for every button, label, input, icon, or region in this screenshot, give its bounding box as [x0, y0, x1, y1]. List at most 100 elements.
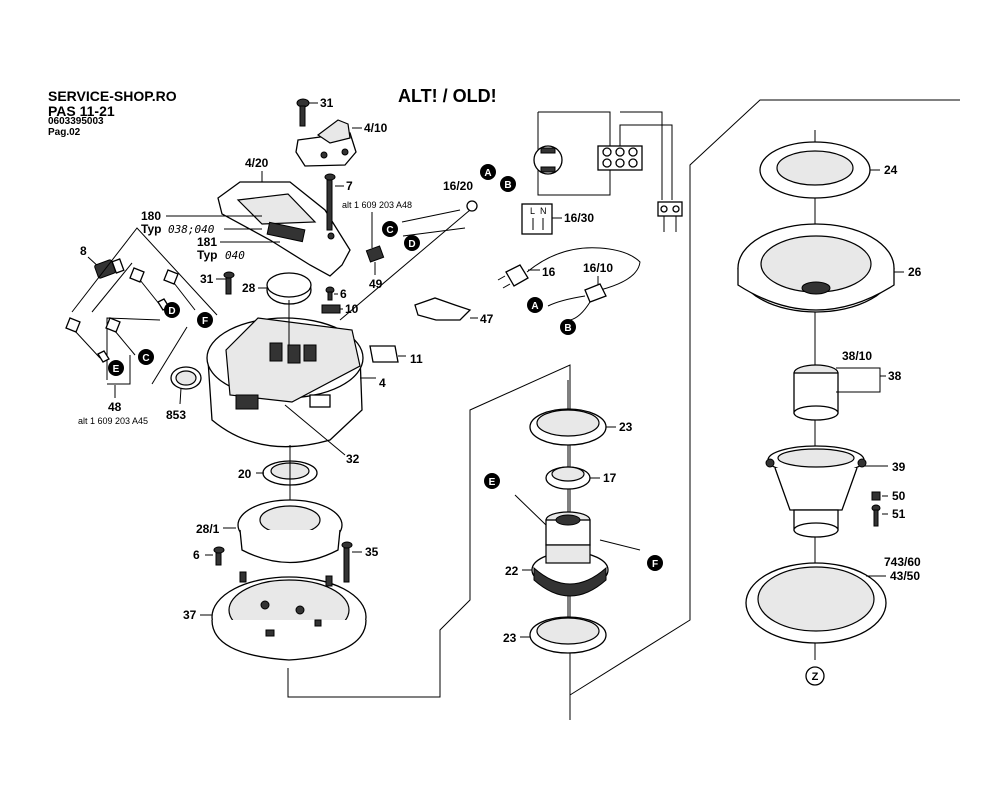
label-typ-2-value: 040: [225, 249, 245, 262]
svg-text:D: D: [168, 306, 175, 317]
marker-B-top: B: [500, 176, 516, 192]
part-7-screw: [324, 173, 336, 231]
wiring-schematic: [533, 111, 683, 232]
svg-text:N: N: [540, 206, 547, 216]
page-number: Pag.02: [48, 127, 81, 138]
model-title: PAS 11-21: [48, 103, 115, 119]
label-743-60: 743/60: [884, 555, 921, 569]
label-48: 48: [108, 400, 122, 414]
part-17-ring: [545, 466, 591, 490]
label-alt-a48: alt 1 609 203 A48: [342, 200, 412, 210]
label-28-1: 28/1: [196, 522, 220, 536]
marker-F-left: F: [197, 312, 213, 328]
label-47: 47: [480, 312, 494, 326]
label-4-20: 4/20: [245, 156, 269, 170]
label-39: 39: [892, 460, 906, 474]
label-50: 50: [892, 489, 906, 503]
label-49: 49: [369, 277, 383, 291]
part-4-10-switch-cover: [295, 119, 357, 167]
svg-text:A: A: [484, 168, 491, 179]
part-49-switch-cap: [365, 245, 385, 263]
label-typ-1-value: 038;040: [168, 223, 215, 236]
marker-F-right: F: [647, 555, 663, 571]
label-16-30: 16/30: [564, 211, 594, 225]
label-38: 38: [888, 369, 902, 383]
svg-text:B: B: [564, 323, 571, 334]
label-180: 180: [141, 209, 161, 223]
label-31-top: 31: [320, 96, 334, 110]
part-853-clamp-ring: [170, 366, 202, 390]
shop-title: SERVICE-SHOP.RO: [48, 88, 177, 104]
part-38-filter-cartridge: [793, 364, 839, 421]
label-16-10: 16/10: [583, 261, 613, 275]
part-number: 0603395003: [48, 116, 104, 127]
marker-C-mid: C: [382, 221, 398, 237]
marker-D-left: D: [164, 302, 180, 318]
label-22: 22: [505, 564, 519, 578]
part-51-screw: [871, 504, 881, 527]
label-26: 26: [908, 265, 922, 279]
label-853: 853: [166, 408, 186, 422]
part-47-bracket: [414, 297, 472, 321]
marker-Z: Z: [805, 666, 825, 686]
label-typ-1: Typ: [141, 222, 161, 236]
part-23-gasket-bottom: [529, 616, 607, 654]
part-8-switch: [94, 258, 125, 279]
svg-text:C: C: [142, 353, 149, 364]
label-8: 8: [80, 244, 87, 258]
part-37-base-plate: [211, 571, 367, 661]
svg-text:D: D: [408, 239, 415, 250]
part-28-1-filter-housing: [237, 499, 343, 564]
label-24: 24: [884, 163, 898, 177]
part-743-60-container-ring: [745, 562, 887, 644]
marker-D-mid: D: [404, 235, 420, 251]
part-16-plug: [497, 247, 641, 291]
label-32: 32: [346, 452, 360, 466]
label-6-top: 6: [340, 287, 347, 301]
svg-text:F: F: [652, 559, 658, 570]
label-4-10: 4/10: [364, 121, 388, 135]
svg-text:A: A: [531, 301, 538, 312]
part-22-motor: [514, 494, 641, 597]
part-24-ring: [759, 141, 871, 199]
part-10-clamp: [321, 304, 341, 314]
svg-text:E: E: [113, 364, 120, 375]
label-23-bottom: 23: [503, 631, 517, 645]
part-28-filter-disc: [266, 272, 312, 305]
part-4-motor-housing: [206, 300, 364, 448]
marker-E-left: E: [108, 360, 124, 376]
part-50-nut: [871, 491, 881, 501]
part-23-gasket-top: [529, 408, 607, 446]
part-31-screw-mid: [223, 271, 235, 295]
label-alt-a45: alt 1 609 203 A45: [78, 416, 148, 426]
label-typ-2: Typ: [197, 248, 217, 262]
label-35: 35: [365, 545, 379, 559]
label-28: 28: [242, 281, 256, 295]
label-43-50: 43/50: [890, 569, 920, 583]
part-48-cable-set: [65, 227, 218, 385]
label-20: 20: [238, 467, 252, 481]
label-37: 37: [183, 608, 197, 622]
label-17: 17: [603, 471, 617, 485]
label-16-20: 16/20: [443, 179, 473, 193]
svg-text:B: B: [504, 180, 511, 191]
svg-text:Z: Z: [812, 671, 819, 683]
label-4: 4: [379, 376, 386, 390]
label-6-bottom: 6: [193, 548, 200, 562]
label-181: 181: [197, 235, 217, 249]
section-borders: [287, 99, 960, 720]
svg-text:C: C: [386, 225, 393, 236]
marker-B-bottom: B: [560, 319, 576, 335]
part-16-30-switch-block: L N: [521, 203, 553, 235]
part-26-cyclone-housing: [737, 223, 895, 313]
label-51: 51: [892, 507, 906, 521]
label-7: 7: [346, 179, 353, 193]
marker-C-left: C: [138, 349, 154, 365]
part-16-20-cable-lead: [339, 200, 478, 321]
old-badge: ALT! / OLD!: [398, 86, 497, 106]
svg-text:F: F: [202, 316, 208, 327]
part-11-plate: [369, 345, 399, 363]
svg-text:E: E: [489, 477, 496, 488]
label-11: 11: [410, 352, 423, 366]
